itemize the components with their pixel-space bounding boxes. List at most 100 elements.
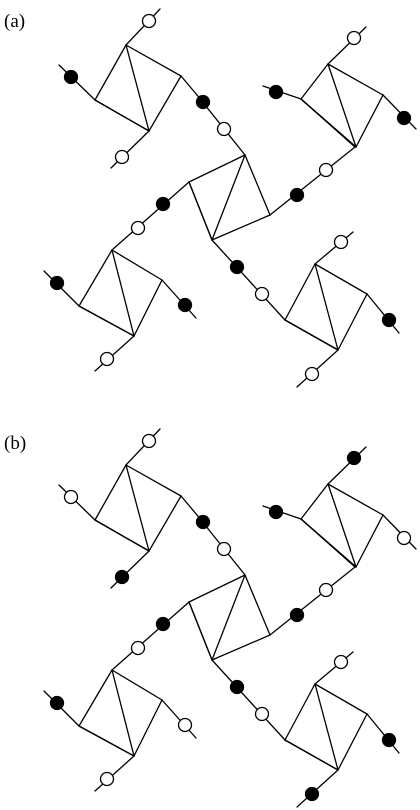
- pendant-bottom-right-top: [314, 231, 354, 265]
- pendant-bond: [58, 64, 96, 101]
- chain-link: [111, 601, 190, 671]
- chain-open-node: [318, 582, 334, 598]
- pendant-bottom-left-left: [43, 270, 80, 307]
- pendant-filled-node: [396, 110, 412, 126]
- pendant-bond: [161, 279, 197, 319]
- chain-link: [111, 181, 190, 251]
- unit-diagonal: [125, 464, 150, 552]
- pendant-top-right-top: [327, 446, 367, 485]
- unit-edge: [300, 483, 329, 520]
- pendant-bond: [58, 484, 96, 521]
- unit-edge: [314, 263, 368, 295]
- unit-edge: [337, 293, 368, 351]
- unit-top-right: [300, 483, 384, 568]
- panel-b: [43, 428, 417, 808]
- pendant-bond: [296, 769, 339, 808]
- unit-diagonal: [327, 483, 357, 568]
- unit-bottom-left: [78, 669, 163, 757]
- chain-open-node: [318, 162, 334, 178]
- chain-top-right-to-center: [269, 518, 356, 636]
- pendant-open-node: [99, 351, 115, 367]
- unit-edge: [314, 683, 368, 715]
- unit-diagonal: [111, 249, 135, 337]
- unit-bottom-right: [284, 683, 368, 771]
- pendant-bottom-right-right: [366, 293, 400, 334]
- chain-filled-node: [229, 679, 245, 695]
- pendant-top-right-left: [262, 84, 302, 100]
- pendant-bottom-right-top: [314, 651, 354, 685]
- pendant-bottom-right-bottom: [296, 349, 339, 388]
- chain-link: [211, 659, 286, 741]
- pendant-bond: [94, 335, 135, 372]
- unit-edge: [327, 483, 384, 516]
- unit-edge: [188, 154, 246, 183]
- chain-open-node: [130, 640, 146, 656]
- chain-filled-node: [155, 616, 171, 632]
- panel-b-label: (b): [4, 433, 26, 454]
- chain-center-to-bottom-right: [211, 659, 286, 741]
- unit-edge: [111, 669, 163, 701]
- unit-bottom-left: [78, 249, 163, 337]
- pendant-filled-node: [381, 312, 397, 328]
- pendant-top-right-right: [382, 94, 417, 130]
- unit-diagonal: [327, 63, 357, 148]
- unit-edge: [211, 634, 271, 661]
- unit-diagonal: [211, 154, 246, 241]
- unit-top-left: [94, 44, 182, 132]
- pendant-filled-node: [381, 732, 397, 748]
- pendant-bottom-left-bottom: [94, 755, 135, 792]
- pendant-top-left-left: [58, 64, 96, 101]
- chain-filled-node: [289, 187, 305, 203]
- pendant-open-node: [304, 366, 320, 382]
- unit-diagonal: [284, 319, 339, 351]
- unit-edge: [188, 574, 246, 603]
- chain-link: [269, 146, 356, 216]
- unit-edge: [355, 514, 384, 568]
- unit-edge: [284, 683, 316, 741]
- pendant-top-right-left: [262, 504, 302, 520]
- chain-top-right-to-center: [269, 98, 356, 216]
- pendant-open-node: [333, 654, 349, 670]
- pendant-bottom-left-bottom: [94, 335, 135, 372]
- pendant-bond: [366, 713, 400, 754]
- unit-diagonal: [111, 669, 135, 757]
- unit-edge: [355, 94, 384, 148]
- unit-top-left: [94, 464, 182, 552]
- pendant-open-node: [114, 149, 130, 165]
- pendant-top-right-right: [382, 514, 417, 550]
- chain-open-node: [254, 706, 270, 722]
- pendant-filled-node: [114, 569, 130, 585]
- pendant-filled-node: [49, 695, 65, 711]
- chain-link: [269, 566, 356, 636]
- unit-top-right: [300, 63, 384, 148]
- pendant-open-node: [141, 13, 157, 29]
- unit-diagonal: [314, 263, 339, 351]
- pendant-bottom-left-right: [161, 699, 197, 739]
- unit-edge: [94, 44, 127, 101]
- unit-center: [188, 154, 271, 241]
- pendant-filled-node: [177, 297, 193, 313]
- panel-a-label: (a): [4, 11, 25, 32]
- pendant-bond: [327, 446, 367, 485]
- chain-link: [300, 98, 356, 148]
- chain-link: [300, 518, 356, 568]
- chain-center-to-bottom-left: [111, 601, 190, 671]
- pendant-open-node: [333, 234, 349, 250]
- chain-open-node: [216, 541, 232, 557]
- pendant-bond: [94, 755, 135, 792]
- unit-diagonal: [94, 99, 150, 132]
- pendant-open-node: [396, 530, 412, 546]
- chain-open-node: [216, 121, 232, 137]
- pendant-bond: [314, 651, 354, 685]
- pendant-bottom-left-left: [43, 690, 80, 727]
- pendant-filled-node: [268, 84, 284, 100]
- unit-diagonal: [125, 44, 150, 132]
- chain-open-node: [254, 286, 270, 302]
- unit-diagonal: [94, 519, 150, 552]
- pendant-bond: [125, 428, 161, 466]
- pendant-bond: [366, 293, 400, 334]
- unit-edge: [244, 574, 271, 636]
- pendant-open-node: [346, 30, 362, 46]
- unit-edge: [244, 154, 271, 216]
- pendant-filled-node: [268, 504, 284, 520]
